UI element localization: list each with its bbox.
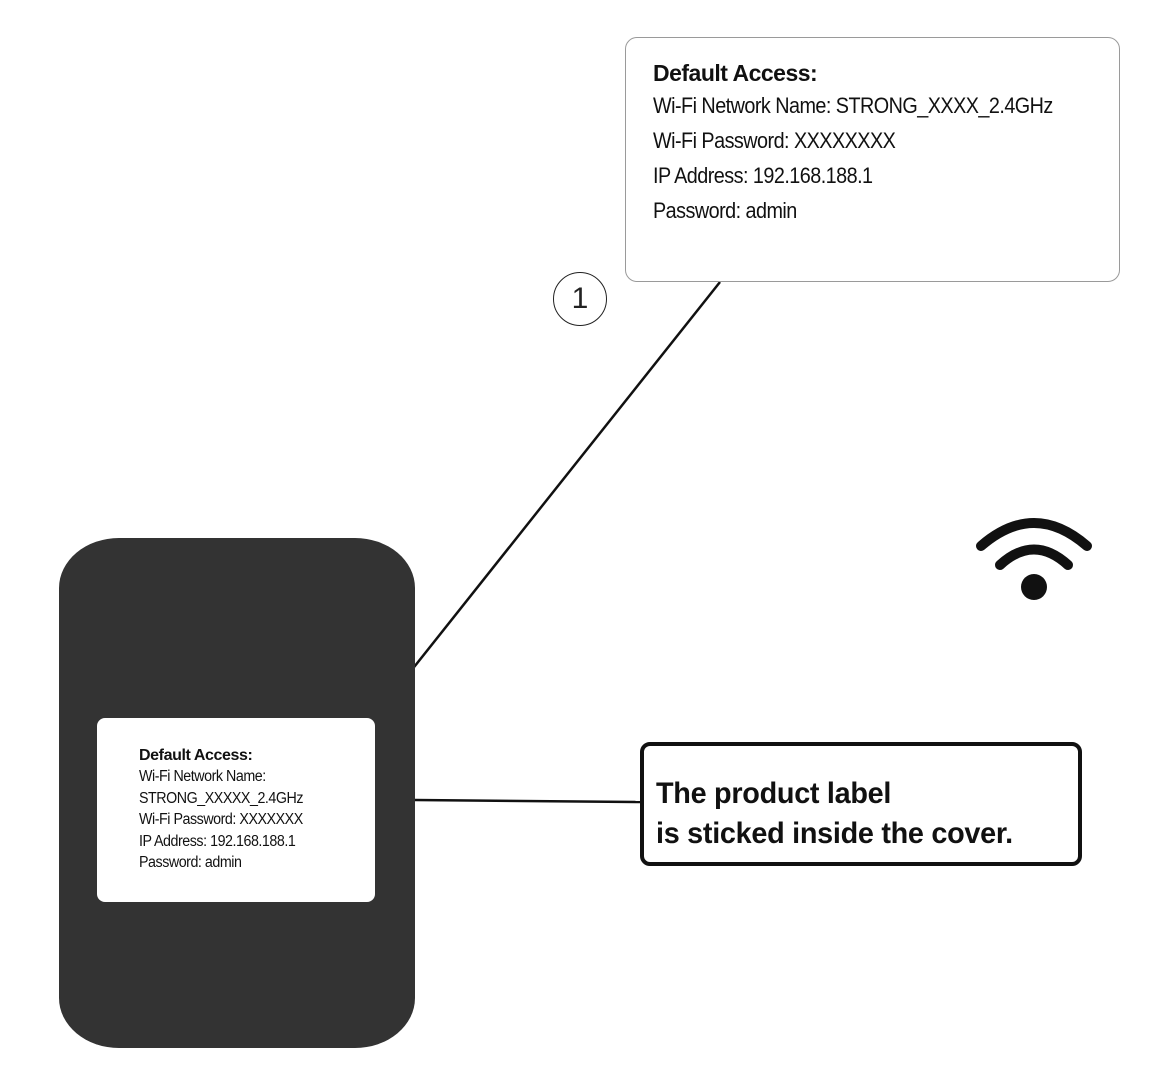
wifi-dot <box>1021 574 1047 600</box>
wifi-middle-arc <box>995 544 1073 570</box>
device-label-title: Default Access: <box>139 747 253 764</box>
callout-connector-line <box>371 281 721 721</box>
device-label-wifi-name: STRONG_XXXXX_2.4GHz <box>139 789 304 807</box>
notice-line-2: is sticked inside the cover. <box>656 817 1013 850</box>
notice-connector-line <box>414 798 641 804</box>
device-label-admin-password: Password: admin <box>139 854 242 871</box>
product-label-notice: The product label is sticked inside the … <box>640 742 1082 866</box>
wifi-outer-arc <box>976 518 1092 551</box>
device-product-label: Default Access: Wi-Fi Network Name: STRO… <box>97 718 375 902</box>
callout-admin-password: Password: admin <box>653 198 797 223</box>
device-label-ip-address: IP Address: 192.168.188.1 <box>139 832 296 850</box>
notice-line-1: The product label <box>656 777 892 810</box>
device-label-wifi-password: Wi-Fi Password: XXXXXXX <box>139 811 303 828</box>
callout-title: Default Access: <box>653 60 818 86</box>
device-label-wifi-name-heading: Wi-Fi Network Name: <box>139 768 266 785</box>
callout-wifi-name: Wi-Fi Network Name: STRONG_XXXX_2.4GHz <box>653 93 1053 118</box>
step-number-badge: 1 <box>553 272 607 326</box>
wifi-icon <box>976 518 1092 600</box>
callout-wifi-password: Wi-Fi Password: XXXXXXXX <box>653 128 896 153</box>
callout-ip-address: IP Address: 192.168.188.1 <box>653 163 873 188</box>
default-access-callout: Default Access: Wi-Fi Network Name: STRO… <box>625 37 1120 282</box>
